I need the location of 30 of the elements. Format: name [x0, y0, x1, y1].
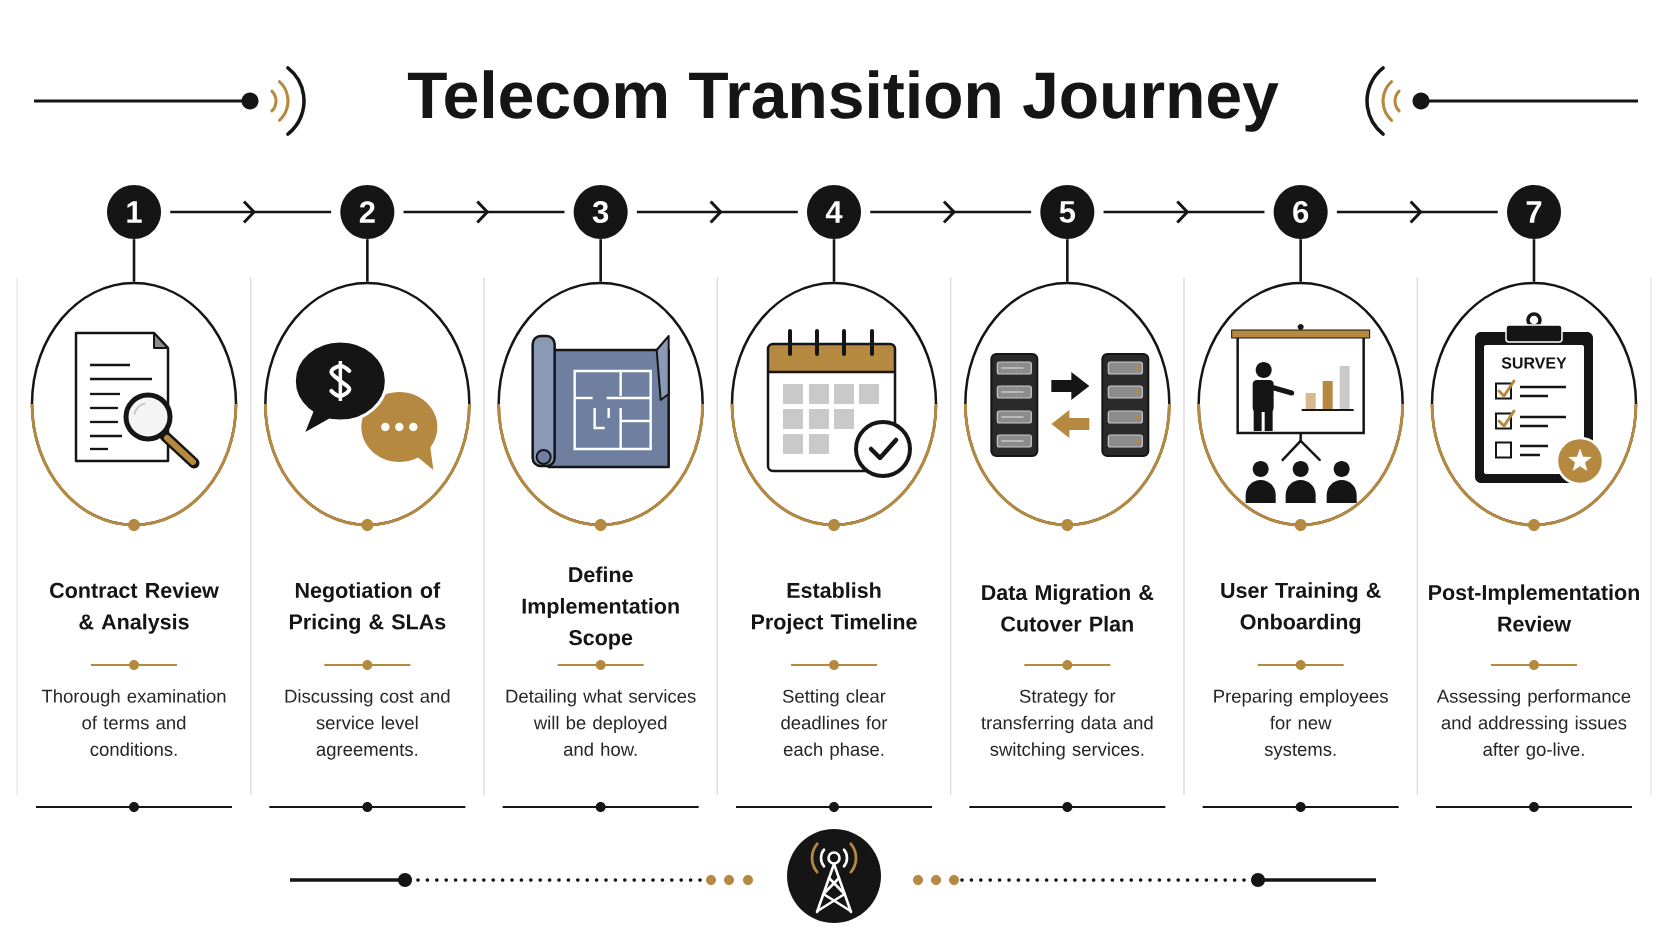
number-badge: 7	[1507, 185, 1561, 239]
title: Telecom Transition Journey	[407, 70, 1279, 132]
step-title: Post-Implementation Review	[1429, 584, 1639, 632]
number-badge: 4	[807, 185, 861, 239]
number-badge: 6	[1273, 185, 1328, 239]
step-description: Preparing employees for new systems.	[1214, 689, 1388, 760]
number-badge: 5	[1040, 185, 1095, 239]
step-description: Setting clear deadlines for each phase.	[781, 689, 888, 760]
step-title: Establish Project Timeline	[752, 582, 917, 634]
connector-line	[832, 239, 836, 282]
connector-line	[1532, 239, 1536, 282]
step-title: User Training & Onboarding	[1221, 582, 1381, 634]
step-title: Data Migration & Cutover Plan	[982, 584, 1154, 632]
step-description: Thorough examination of terms and conditions.	[41, 689, 226, 756]
step-title: Contract Review & Analysis	[50, 582, 219, 634]
number-badge: 3	[573, 185, 628, 239]
clipboard-label: SURVEY	[1501, 357, 1567, 369]
step-description: Strategy for transferring data and switching services.	[981, 689, 1153, 760]
step-description: Assessing performance and addressing issues after go-live.	[1436, 689, 1631, 760]
step-title: Negotiation of Pricing & SLAs	[289, 582, 446, 634]
connector-line	[366, 239, 369, 282]
step-description: Detailing what services will be deployed and how.	[506, 689, 696, 756]
connector-line	[1299, 239, 1302, 282]
number-badge: 2	[340, 185, 395, 239]
connector-line	[1066, 239, 1069, 282]
connector-line	[132, 239, 136, 282]
step-title: Define Implementation Scope	[522, 566, 679, 650]
step-description: Discussing cost and service level agreements.	[285, 689, 450, 760]
connector-line	[599, 239, 602, 282]
number-badge: 1	[107, 185, 161, 239]
